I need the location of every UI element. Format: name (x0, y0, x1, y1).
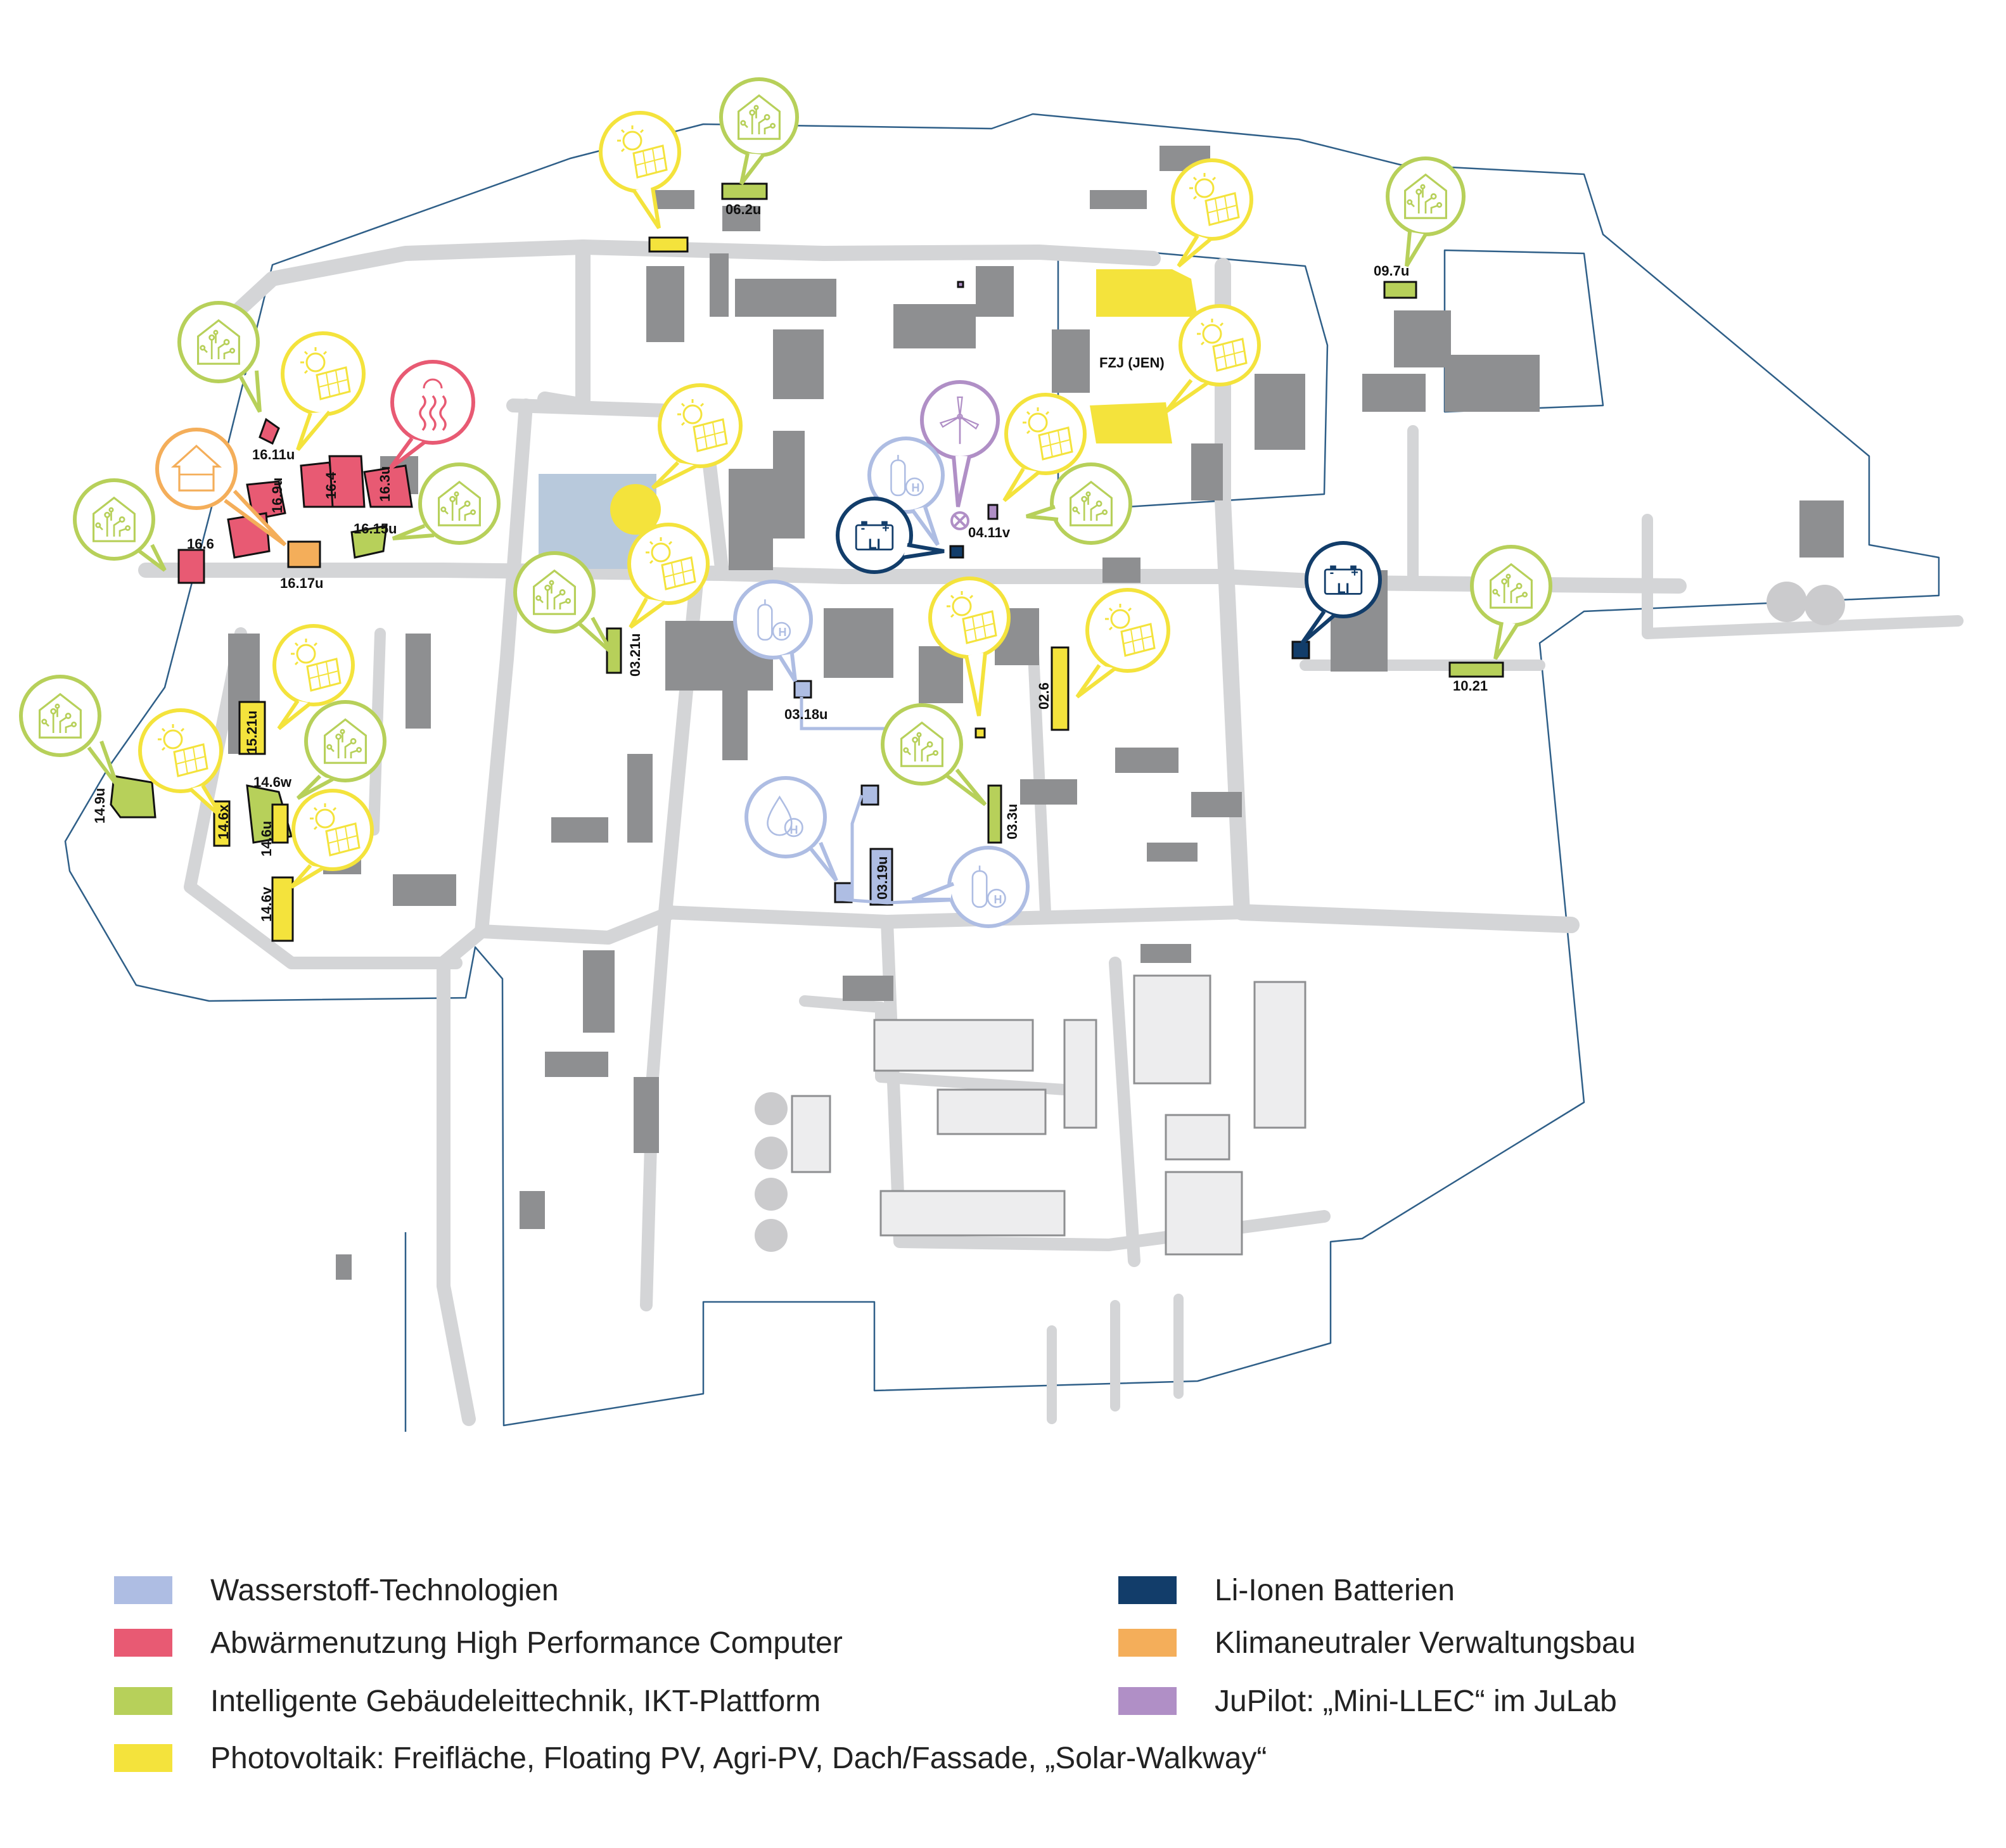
pv-marker (272, 624, 355, 730)
jupilot-marker (920, 380, 1000, 530)
hydrogen-symbol: H (994, 893, 1002, 906)
pv-marker (1002, 393, 1087, 502)
battery-li-label: LI (1337, 580, 1350, 596)
pv-marker (1164, 304, 1261, 414)
label-03-19u: 03.19u (874, 857, 890, 900)
legend-item-waste-heat: Abwärmenutzung High Performance Computer (114, 1624, 843, 1662)
grid-node-icon (950, 511, 969, 530)
pv-marker (290, 789, 374, 889)
pv-marker (627, 523, 710, 629)
label-16-9u: 16.9u (269, 478, 285, 513)
legend-label-pv: Photovoltaik: Freifläche, Floating PV, A… (210, 1741, 1267, 1775)
hydrogen-symbol: H (790, 824, 798, 836)
hydrogen-symbol: H (779, 626, 787, 639)
battery-minus: - (861, 521, 866, 535)
pv-marker (1075, 588, 1170, 699)
label-09-7u: 09.7u (1374, 263, 1409, 279)
battery-plus: + (1351, 566, 1358, 580)
legend-label-jupilot: JuPilot: „Mini-LLEC“ im JuLab (1215, 1684, 1617, 1718)
label-fzj-jen: FZJ (JEN) (1099, 355, 1165, 371)
hydrogen-marker: H (733, 580, 813, 682)
hydrogen-marker: H (744, 776, 838, 882)
ict-marker (296, 700, 387, 800)
pv-marker (138, 708, 224, 819)
legend-item-pv: Photovoltaik: Freifläche, Floating PV, A… (114, 1739, 1267, 1777)
label-16-15u: 16.15u (354, 521, 397, 537)
legend-swatch-waste-heat (114, 1629, 172, 1657)
label-03-3u: 03.3u (1004, 804, 1020, 839)
campus-map: H H H H LI - + (19, 77, 1964, 1432)
legend-swatch-ict (114, 1687, 172, 1715)
label-16-3u: 16.3u (377, 466, 393, 502)
pv-lake-marker (610, 484, 661, 535)
hydrogen-marker: H (911, 846, 1030, 928)
pv-marker (651, 383, 743, 490)
map-legend: Wasserstoff-Technologien Abwärmenutzung … (114, 1571, 1888, 1812)
map-markers: H H H H LI - + (19, 77, 1552, 928)
label-03-21u: 03.21u (627, 634, 643, 677)
ict-marker (1026, 462, 1132, 545)
building-labels: 06.2u 09.7u FZJ (JEN) 16.11u 16.9u 16.4 … (92, 201, 1488, 922)
label-14-6x: 14.6x (215, 804, 231, 839)
battery-minus: - (1330, 566, 1334, 580)
ict-marker (177, 301, 262, 413)
legend-swatch-hydrogen (114, 1576, 172, 1604)
hydrogen-symbol: H (912, 481, 920, 494)
label-04-11v: 04.11v (968, 525, 1011, 540)
label-15-21u: 15.21u (244, 711, 260, 755)
label-16-11u: 16.11u (252, 447, 295, 462)
battery-plus: + (882, 521, 890, 535)
ict-marker (881, 703, 987, 806)
legend-item-hydrogen: Wasserstoff-Technologien (114, 1571, 559, 1609)
label-06-2u: 06.2u (725, 201, 761, 217)
ict-marker (1470, 545, 1552, 660)
label-14-6v: 14.6v (259, 886, 274, 922)
label-14-6w: 14.6w (253, 774, 292, 790)
label-16-4: 16.4 (323, 471, 339, 499)
li-ion-marker: LI - + (836, 497, 945, 574)
legend-label-waste-heat: Abwärmenutzung High Performance Computer (210, 1626, 843, 1660)
ict-marker (73, 478, 167, 572)
label-16-17u: 16.17u (280, 575, 324, 591)
label-14-6u: 14.6u (259, 821, 274, 857)
legend-item-ict: Intelligente Gebäudeleittechnik, IKT-Pla… (114, 1682, 821, 1720)
label-10-21: 10.21 (1453, 678, 1488, 694)
ict-marker (19, 675, 119, 787)
hydrogen-marker: H (867, 437, 945, 546)
industrial-blocks (791, 974, 1306, 1256)
waste-heat-marker (388, 360, 475, 471)
pv-marker (599, 111, 681, 229)
label-16-6: 16.6 (187, 536, 214, 552)
legend-item-climate-building: Klimaneutraler Verwaltungsbau (1118, 1624, 1635, 1662)
ict-marker (719, 77, 799, 185)
climate-building-marker (155, 428, 287, 547)
battery-li-label: LI (868, 536, 881, 552)
pv-marker (1171, 158, 1253, 268)
ict-marker (1386, 156, 1466, 267)
legend-swatch-li-ion (1118, 1576, 1177, 1604)
legend-label-hydrogen: Wasserstoff-Technologien (210, 1573, 559, 1607)
li-ion-marker: LI - + (1300, 541, 1382, 645)
legend-swatch-climate-building (1118, 1629, 1177, 1657)
ict-marker (392, 462, 501, 545)
legend-item-li-ion: Li-Ionen Batterien (1118, 1571, 1455, 1609)
legend-label-climate-building: Klimaneutraler Verwaltungsbau (1215, 1626, 1636, 1660)
label-14-9u: 14.9u (92, 788, 108, 824)
label-02-6: 02.6 (1036, 682, 1052, 710)
ict-marker (513, 551, 613, 654)
legend-swatch-pv (114, 1744, 172, 1772)
legend-label-li-ion: Li-Ionen Batterien (1215, 1573, 1455, 1607)
storage-tanks (755, 582, 1845, 1252)
pv-marker (281, 331, 366, 451)
label-03-18u: 03.18u (784, 706, 828, 722)
legend-label-ict: Intelligente Gebäudeleittechnik, IKT-Pla… (210, 1684, 821, 1718)
legend-item-jupilot: JuPilot: „Mini-LLEC“ im JuLab (1118, 1682, 1617, 1720)
pv-marker (928, 577, 1011, 717)
legend-swatch-jupilot (1118, 1687, 1177, 1715)
